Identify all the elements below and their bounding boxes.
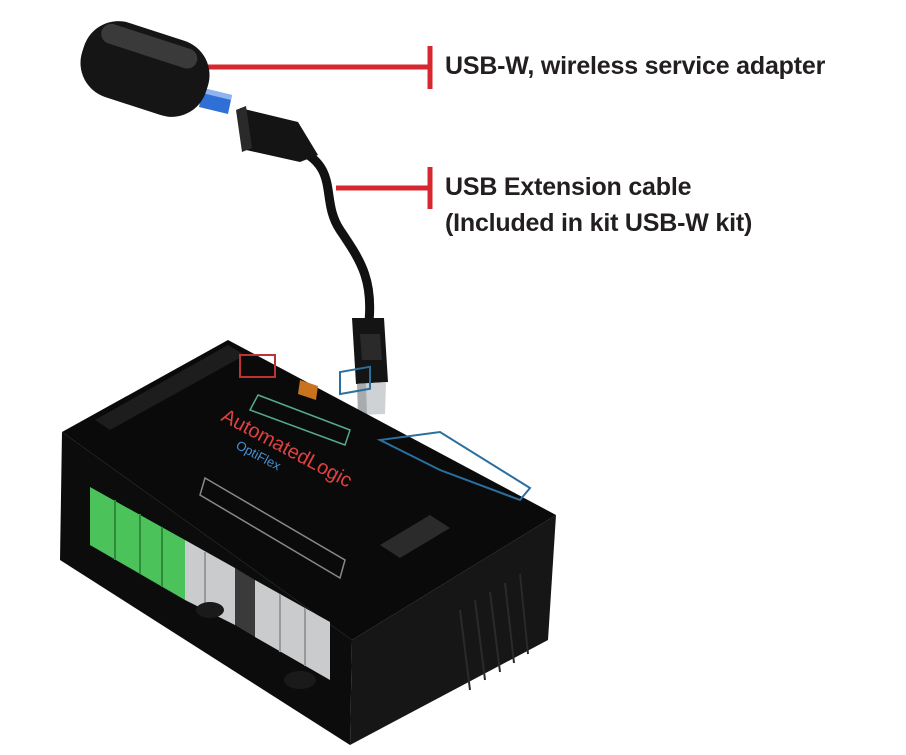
callout-text: USB-W, wireless service adapter xyxy=(445,52,826,80)
leader-line-cable xyxy=(336,167,433,209)
callout-subtext: (Included in kit USB-W kit) xyxy=(445,209,753,237)
usb-w-adapter xyxy=(80,21,232,117)
callout-usb-extension-cable: USB Extension cable (Included in kit USB… xyxy=(445,169,752,241)
usb-extension-cable xyxy=(236,106,388,415)
callout-usb-w-adapter: USB-W, wireless service adapter xyxy=(445,48,825,84)
optiflex-controller: AutomatedLogic OptiFlex xyxy=(60,340,556,745)
callout-text: USB Extension cable xyxy=(445,173,692,201)
